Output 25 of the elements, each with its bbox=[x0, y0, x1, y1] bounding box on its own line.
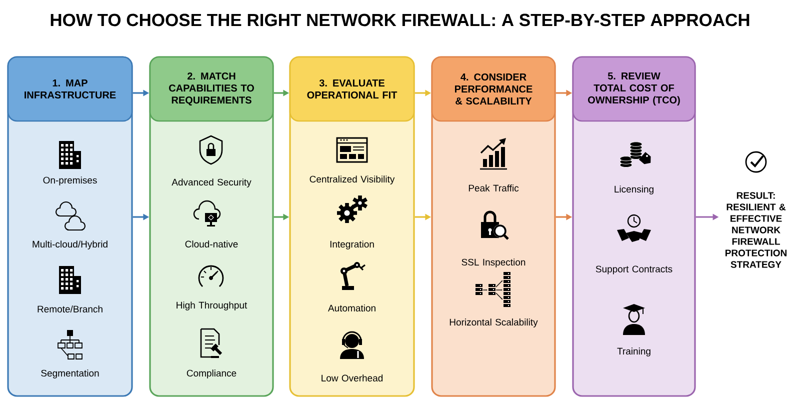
item-label: Low Overhead bbox=[322, 374, 383, 382]
item-label: Peak Traffic bbox=[468, 184, 519, 192]
step-header: 5. REVIEW TOTAL COST OF OWNERSHIP (TCO) bbox=[572, 56, 696, 122]
item-label: Remote/Branch bbox=[38, 306, 102, 312]
result-text: RESULT: RESILIENT & EFFECTIVE NETWORK FIREWALL PROTECTION STRATEGY bbox=[726, 192, 786, 268]
item-label: Integration bbox=[330, 240, 374, 250]
item-label: Training bbox=[617, 348, 650, 356]
item-label: Multi-cloud/Hybrid bbox=[32, 240, 108, 250]
item-label: Segmentation bbox=[41, 370, 99, 378]
step-header: 1. MAP INFRASTRUCTURE bbox=[7, 56, 133, 122]
step-header: 4. CONSIDER PERFORMANCE & SCALABILITY bbox=[431, 56, 556, 122]
step-header: 2. MATCH CAPABILITIES TO REQUIREMENTS bbox=[149, 56, 274, 122]
item-label: Advanced Security bbox=[172, 178, 252, 188]
item-label: Compliance bbox=[186, 370, 236, 378]
item-label: On-premises bbox=[43, 176, 97, 186]
item-label: SSL Inspection bbox=[462, 258, 526, 268]
item-label: Centralized Visibility bbox=[310, 176, 395, 184]
item-label: Support Contracts bbox=[596, 266, 672, 274]
item-label: Licensing bbox=[614, 186, 654, 194]
step-header: 3. EVALUATE OPERATIONAL FIT bbox=[289, 56, 415, 122]
item-label: Horizontal Scalability bbox=[450, 318, 538, 328]
item-label: High Throughput bbox=[176, 302, 248, 310]
item-label: Cloud-native bbox=[185, 240, 238, 248]
title: HOW TO CHOOSE THE RIGHT NETWORK FIREWALL: A STEP-BY-STEP APPROACH bbox=[50, 14, 750, 26]
item-label: Automation bbox=[328, 304, 376, 312]
